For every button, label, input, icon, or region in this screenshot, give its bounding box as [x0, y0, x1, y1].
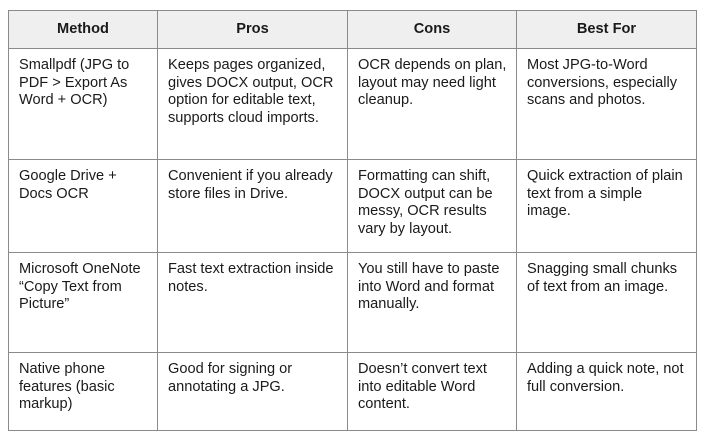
cell-pros: Keeps pages organized, gives DOCX output… — [157, 48, 348, 160]
header-best-for: Best For — [516, 10, 697, 49]
cell-best-for: Adding a quick note, not full conversion… — [516, 352, 697, 431]
cell-pros: Convenient if you already store files in… — [157, 159, 348, 253]
cell-method: Smallpdf (JPG to PDF > Export As Word + … — [8, 48, 158, 160]
cell-method: Google Drive + Docs OCR — [8, 159, 158, 253]
table-row: Microsoft OneNote “Copy Text from Pictur… — [8, 252, 697, 353]
cell-pros: Fast text extraction inside notes. — [157, 252, 348, 353]
cell-method: Microsoft OneNote “Copy Text from Pictur… — [8, 252, 158, 353]
cell-cons: OCR depends on plan, layout may need lig… — [347, 48, 517, 160]
header-method: Method — [8, 10, 158, 49]
header-row: Method Pros Cons Best For — [8, 10, 697, 49]
cell-cons: Doesn’t convert text into editable Word … — [347, 352, 517, 431]
table-row: Native phone features (basic markup) Goo… — [8, 352, 697, 431]
cell-best-for: Quick extraction of plain text from a si… — [516, 159, 697, 253]
cell-cons: You still have to paste into Word and fo… — [347, 252, 517, 353]
cell-best-for: Most JPG-to-Word conversions, especially… — [516, 48, 697, 160]
cell-pros: Good for signing or annotating a JPG. — [157, 352, 348, 431]
table-row: Smallpdf (JPG to PDF > Export As Word + … — [8, 48, 697, 160]
header-pros: Pros — [157, 10, 348, 49]
cell-method: Native phone features (basic markup) — [8, 352, 158, 431]
table-row: Google Drive + Docs OCR Convenient if yo… — [8, 159, 697, 253]
cell-cons: Formatting can shift, DOCX output can be… — [347, 159, 517, 253]
cell-best-for: Snagging small chunks of text from an im… — [516, 252, 697, 353]
comparison-table: Method Pros Cons Best For Smallpdf (JPG … — [8, 10, 697, 431]
header-cons: Cons — [347, 10, 517, 49]
